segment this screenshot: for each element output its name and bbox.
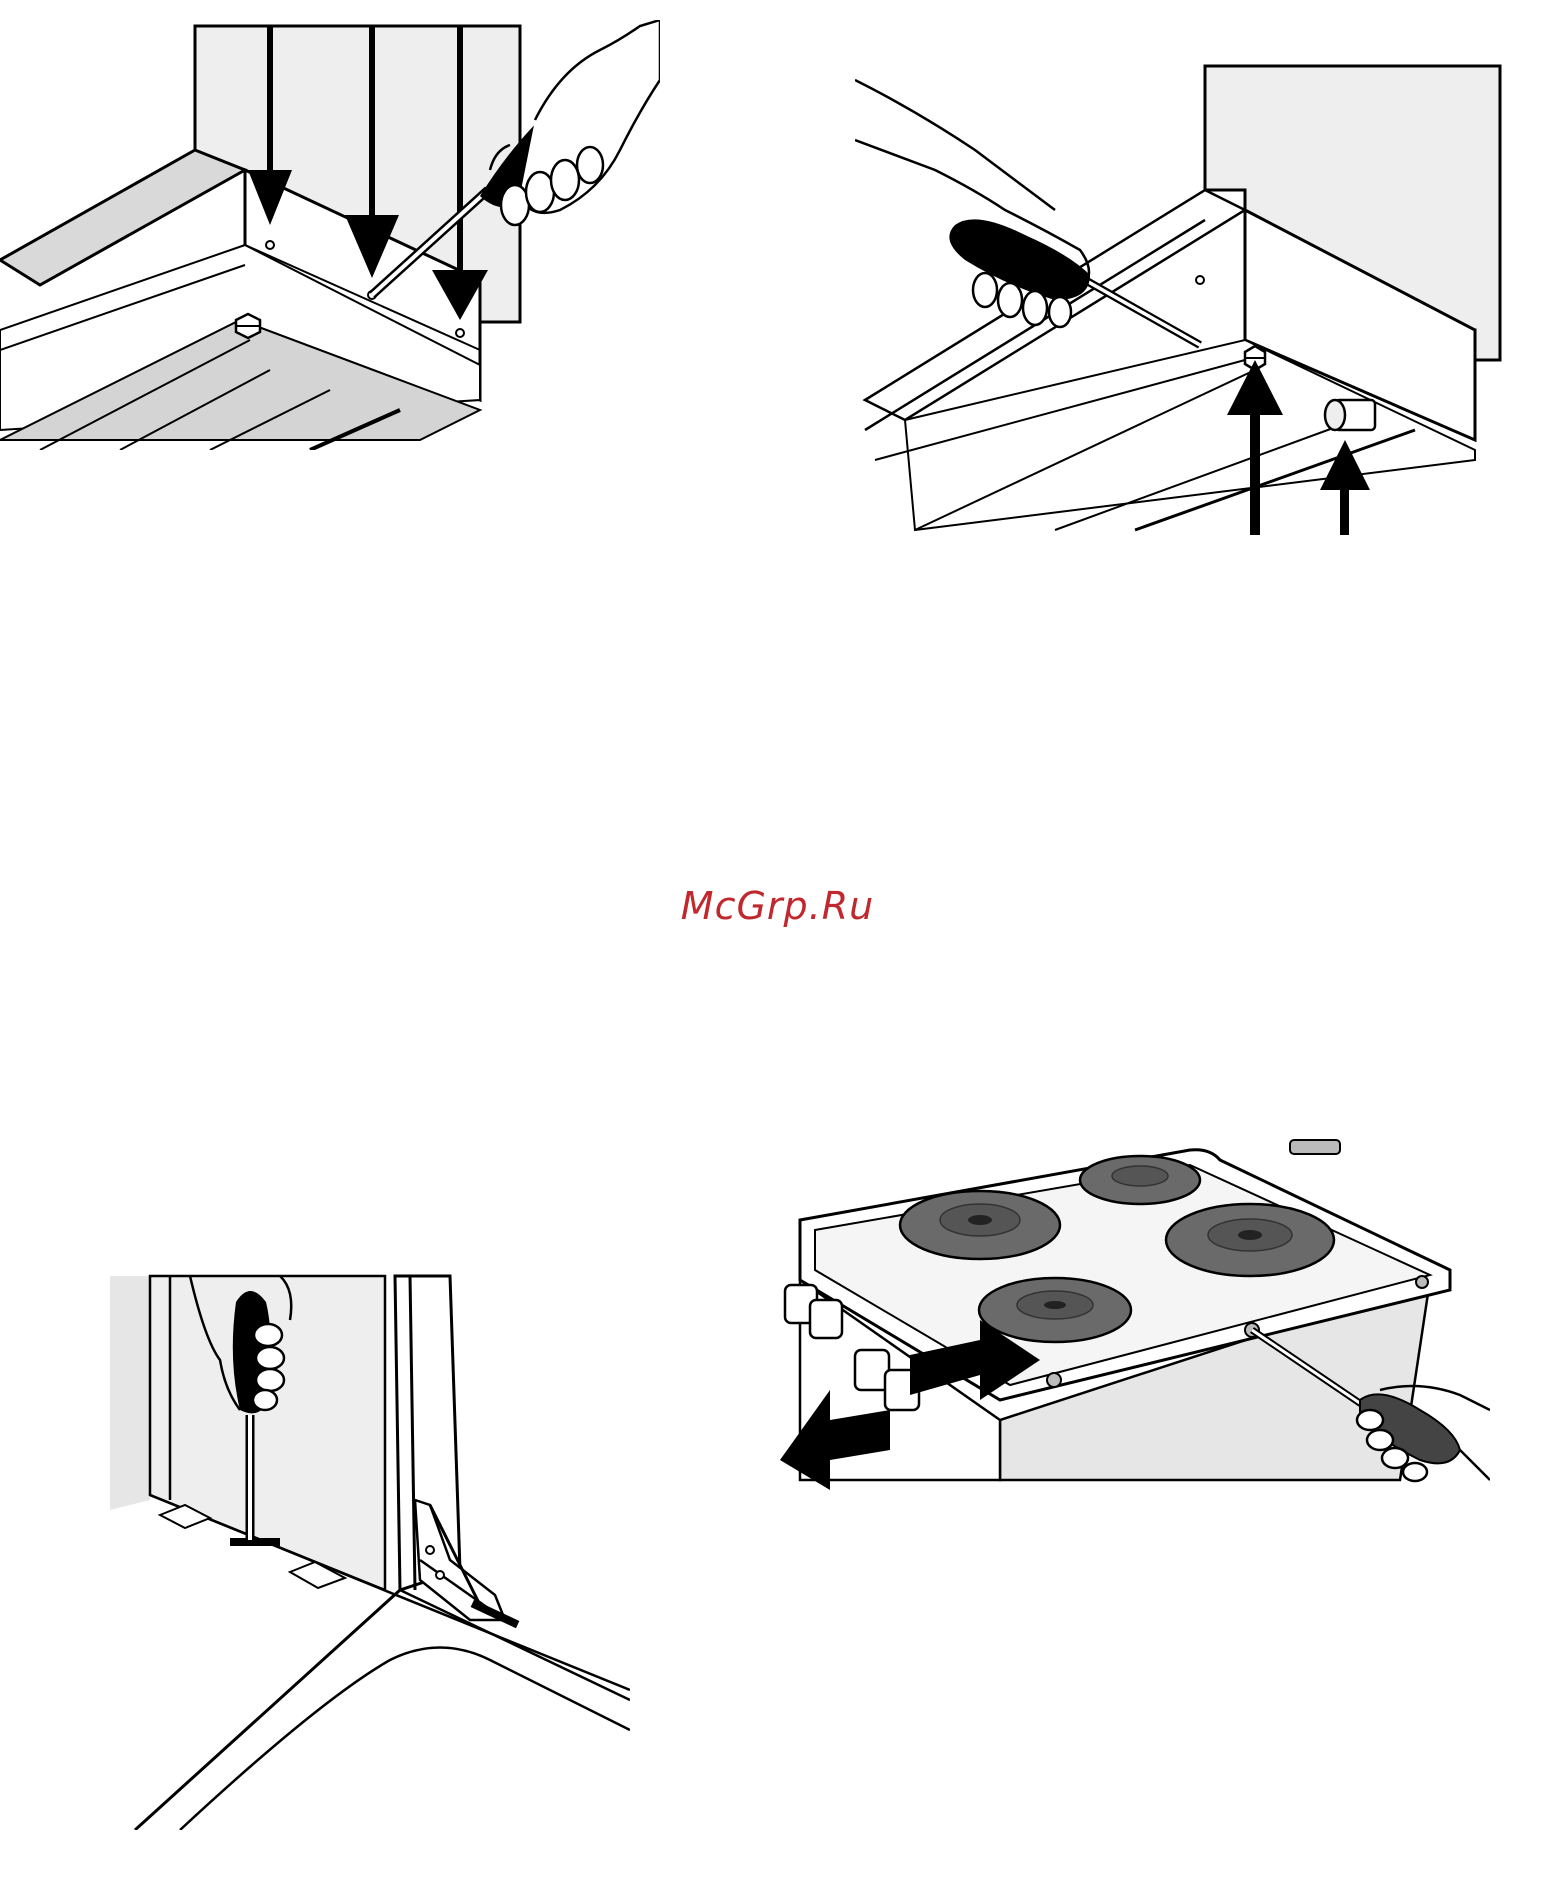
hotplate-icon xyxy=(1166,1204,1334,1276)
figure-4-cooker-fixing xyxy=(770,1120,1490,1540)
figure-3-anti-tilt-bracket xyxy=(110,1260,630,1830)
figure-2-adjust-feet xyxy=(855,60,1535,540)
screw-hole-icon xyxy=(1196,276,1204,284)
wall-panel xyxy=(110,1276,150,1510)
hotplate-icon xyxy=(900,1191,1060,1259)
hotplate-icon xyxy=(979,1278,1131,1342)
figure-4-drawing xyxy=(770,1120,1490,1540)
figure-1-drawing xyxy=(0,20,660,450)
control-knob-icon xyxy=(810,1300,842,1338)
screw-hole-icon xyxy=(266,241,274,249)
figure-3-drawing xyxy=(110,1260,630,1830)
screw-hole-icon xyxy=(456,329,464,337)
hotplate-icon xyxy=(1080,1156,1200,1204)
figure-1-install-screws xyxy=(0,20,660,450)
watermark-text: McGrp.Ru xyxy=(0,884,1555,928)
adjustable-foot-icon xyxy=(1325,400,1375,430)
figure-2-drawing xyxy=(855,60,1535,540)
adjustable-foot-icon xyxy=(236,314,260,338)
